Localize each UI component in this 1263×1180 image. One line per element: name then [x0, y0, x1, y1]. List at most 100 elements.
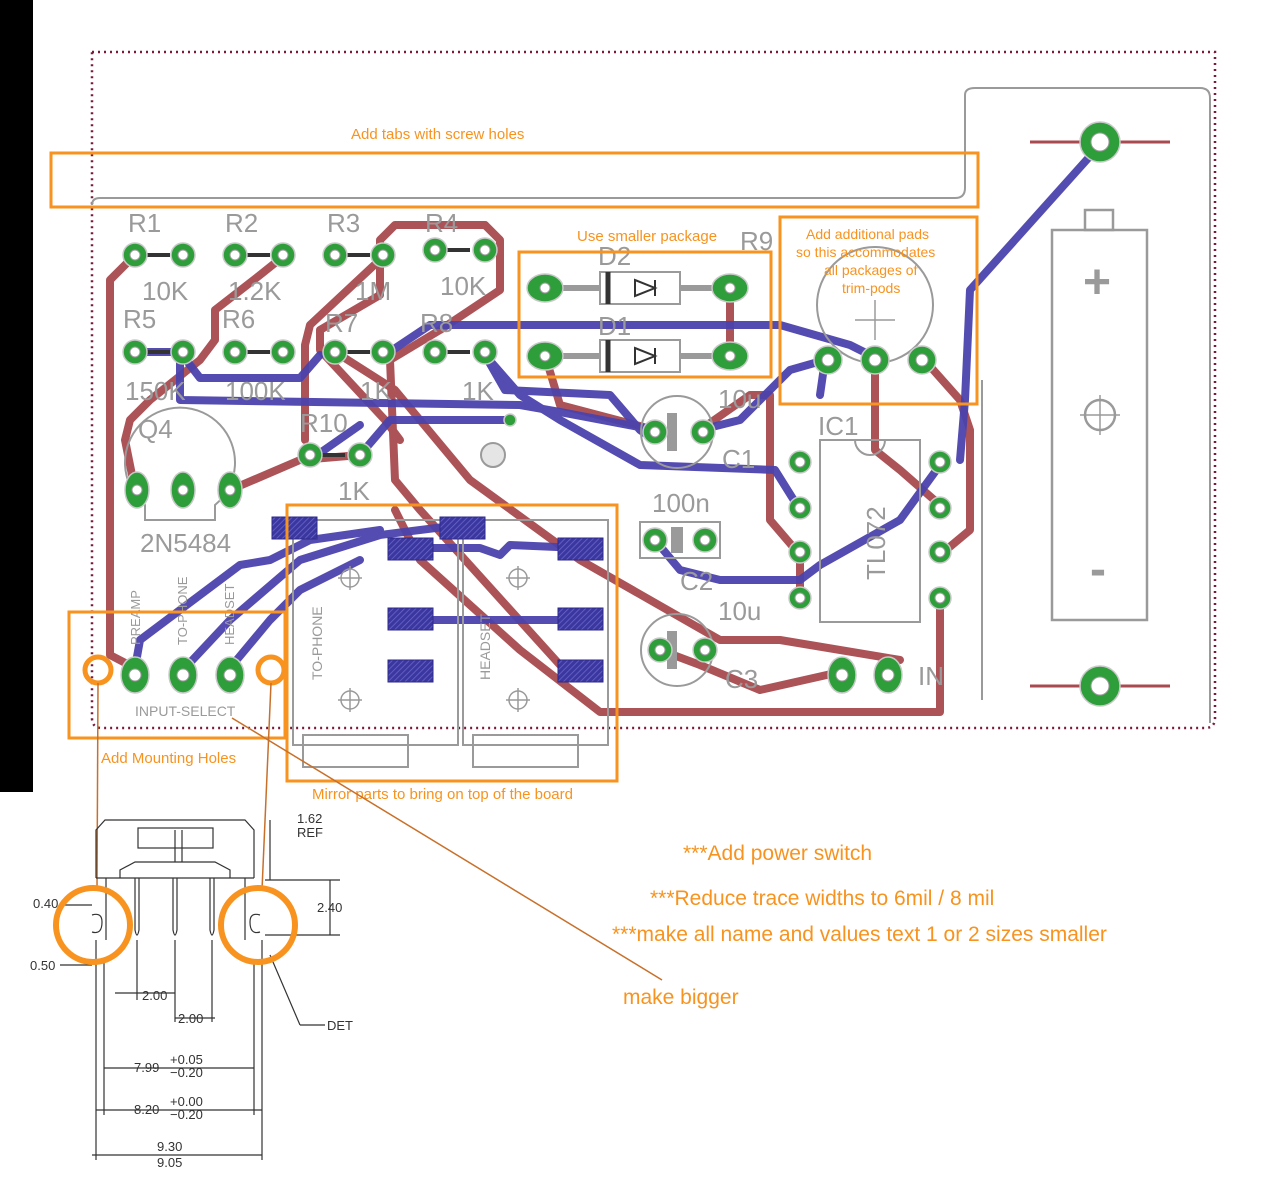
label-d2: D2	[598, 241, 631, 271]
jack-tab-2	[472, 734, 579, 768]
note-trace-widths: ***Reduce trace widths to 6mil / 8 mil	[650, 887, 994, 910]
dim-0-40: 0.40	[33, 896, 58, 911]
value-c1: 10u	[718, 384, 761, 414]
connector-label-preamp: PREAMP	[128, 590, 143, 645]
jack-pad	[387, 607, 434, 631]
box-trimpot	[778, 215, 979, 406]
make-bigger-circle-left	[53, 885, 133, 965]
jack-pad	[387, 537, 434, 561]
label-r3: R3	[327, 208, 360, 238]
value-r5: 150K	[125, 376, 186, 406]
box-mirror	[285, 503, 619, 783]
box-tabs	[49, 151, 980, 209]
mounting-hole-marker-right	[255, 654, 287, 686]
dim-8-20-minus: −0.20	[170, 1107, 203, 1122]
dim-7-99-minus: −0.20	[170, 1065, 203, 1080]
label-r4: R4	[425, 208, 458, 238]
value-r2: 1.2K	[228, 276, 282, 306]
value-r4: 10K	[440, 271, 487, 301]
label-r8: R8	[420, 308, 453, 338]
label-ic1: IC1	[818, 411, 858, 441]
label-c3: C3	[725, 664, 758, 694]
dim-det: DET	[327, 1018, 353, 1033]
note-tabs: Add tabs with screw holes	[351, 126, 524, 143]
dim-9-05: 9.05	[157, 1155, 182, 1170]
make-bigger-circle-right	[218, 885, 298, 965]
note-pads-1: Add additional pads	[806, 226, 929, 242]
value-r1: 10K	[142, 276, 189, 306]
resistor-bodies	[145, 248, 470, 457]
via	[503, 413, 517, 427]
mounting-hole-marker-left	[82, 654, 114, 686]
value-r8: 1K	[462, 376, 494, 406]
label-r6: R6	[222, 304, 255, 334]
battery-holder	[1030, 140, 1170, 688]
label-r1: R1	[128, 208, 161, 238]
connector-mechanical-drawing	[60, 819, 340, 1160]
mounting-hole	[480, 442, 506, 468]
jack-pad	[557, 537, 604, 561]
note-pads-3: all packages of	[824, 262, 918, 278]
dim-2-00-b: 2.00	[178, 1011, 203, 1026]
left-black-bar	[0, 0, 33, 792]
value-r7: 1K	[360, 376, 392, 406]
annotation-boxes	[49, 151, 980, 783]
label-r5: R5	[123, 304, 156, 334]
note-power-switch: ***Add power switch	[683, 842, 872, 865]
note-make-bigger: make bigger	[623, 986, 739, 1009]
value-c3: 10u	[718, 596, 761, 626]
note-smaller-package: Use smaller package	[577, 228, 717, 245]
battery-plus: +	[1083, 256, 1111, 309]
dim-2-00-a: 2.00	[142, 988, 167, 1003]
label-r10: R10	[300, 408, 348, 438]
component-labels: R1 10K R2 1.2K R3 1M R4 10K R5 150K R6 1…	[123, 208, 944, 694]
leader-lines	[96, 682, 663, 981]
dim-7-99-plus: +0.05	[170, 1052, 203, 1067]
jack-pad	[557, 607, 604, 631]
drill-holes	[128, 132, 1110, 696]
box-mounting-holes	[67, 610, 287, 740]
silk-board-shape	[91, 87, 1211, 723]
label-r7: R7	[325, 308, 358, 338]
value-r6: 100K	[225, 376, 286, 406]
value-ic1: TL072	[861, 506, 891, 580]
ic1-notch	[854, 439, 886, 456]
dim-0-50: 0.50	[30, 958, 55, 973]
ic1-body	[819, 439, 921, 623]
dim-ref: REF	[297, 825, 323, 840]
jack-pad	[387, 659, 434, 683]
box-smaller-package	[517, 250, 773, 379]
label-in: IN	[918, 661, 944, 691]
connector-label-headset: HEADSET	[222, 584, 237, 645]
label-c2: C2	[680, 566, 713, 596]
jack-outline-1	[292, 519, 459, 746]
note-pads-4: trim-pods	[842, 280, 900, 296]
dim-2-40: 2.40	[317, 900, 342, 915]
label-d1: D1	[598, 311, 631, 341]
label-q4: Q4	[138, 414, 173, 444]
value-r3: 1M	[355, 276, 391, 306]
value-r10: 1K	[338, 476, 370, 506]
battery-minus: -	[1090, 543, 1106, 596]
jack-outline-2	[462, 519, 609, 746]
note-text-size: ***make all name and values text 1 or 2 …	[612, 923, 1107, 946]
connector-name: INPUT-SELECT	[135, 703, 236, 719]
jack-tab-1	[302, 734, 409, 768]
audio-jacks: TO-PHONE HEADSET	[271, 516, 609, 768]
note-mirror: Mirror parts to bring on top of the boar…	[312, 786, 573, 803]
note-mounting-holes: Add Mounting Holes	[101, 750, 236, 767]
jack-label-headset: HEADSET	[477, 613, 493, 680]
dim-1-62: 1.62	[297, 811, 322, 826]
jack-pad	[557, 659, 604, 683]
dim-8-20-plus: +0.00	[170, 1094, 203, 1109]
value-c2: 100n	[652, 488, 710, 518]
value-q4: 2N5484	[140, 528, 231, 558]
jack-pad	[439, 516, 486, 540]
label-r2: R2	[225, 208, 258, 238]
dim-7-99: 7.99	[134, 1060, 159, 1075]
dim-8-20: 8.20	[134, 1102, 159, 1117]
jack-pad	[271, 516, 318, 540]
label-c1: C1	[722, 444, 755, 474]
jack-label-to-phone: TO-PHONE	[309, 606, 325, 680]
